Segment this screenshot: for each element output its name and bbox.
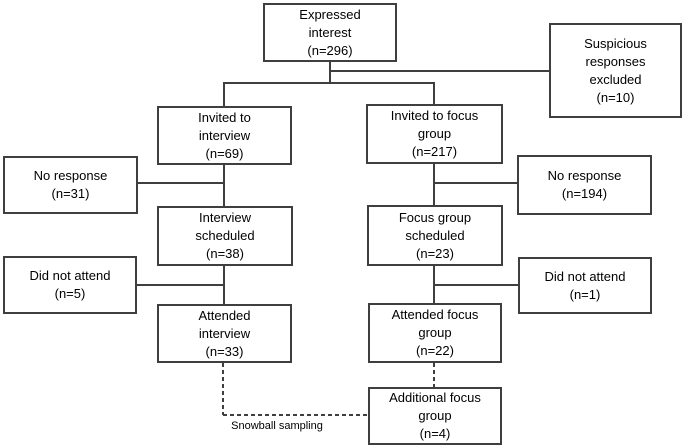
connector-to-did-not-attend-interview (137, 284, 224, 286)
connector-to-no-response-interview (138, 182, 224, 184)
box-additional-focus-group: Additional focus group (n=4) (368, 387, 502, 445)
connector-invited-interview-to-scheduled (223, 165, 225, 206)
connector-scheduled-to-attended-interview (223, 266, 225, 304)
box-did-not-attend-interview: Did not attend (n=5) (3, 256, 137, 314)
connector-to-did-not-attend-focus (435, 284, 518, 286)
connector-snowball-horizontal (223, 414, 368, 416)
box-attended-focus-group: Attended focus group (n=22) (368, 303, 502, 363)
connector-attended-focus-to-additional (433, 363, 435, 387)
box-expressed-interest: Expressed interest (n=296) (263, 3, 397, 62)
connector-snowball-vertical (222, 363, 224, 415)
box-invited-to-focus-group: Invited to focus group (n=217) (366, 104, 503, 164)
connector-invited-focus-to-scheduled (433, 164, 435, 205)
box-focus-group-scheduled: Focus group scheduled (n=23) (367, 205, 503, 266)
box-attended-interview: Attended interview (n=33) (157, 304, 292, 363)
connector-to-no-response-focus (435, 182, 517, 184)
box-suspicious-responses-excluded: Suspicious responses excluded (n=10) (549, 23, 682, 118)
box-no-response-interview: No response (n=31) (3, 156, 138, 214)
box-invited-to-interview: Invited to interview (n=69) (157, 106, 292, 165)
connector-expressed-down (329, 62, 331, 83)
connector-branch-to-invited-interview (223, 82, 225, 106)
snowball-sampling-label: Snowball sampling (231, 420, 323, 432)
connector-to-suspicious-excluded (330, 70, 549, 72)
connector-branch-horizontal (223, 82, 435, 84)
box-interview-scheduled: Interview scheduled (n=38) (157, 206, 293, 266)
box-did-not-attend-focus: Did not attend (n=1) (518, 257, 652, 314)
connector-scheduled-to-attended-focus (433, 266, 435, 303)
connector-branch-to-invited-focus-group (433, 82, 435, 104)
box-no-response-focus: No response (n=194) (517, 155, 652, 215)
